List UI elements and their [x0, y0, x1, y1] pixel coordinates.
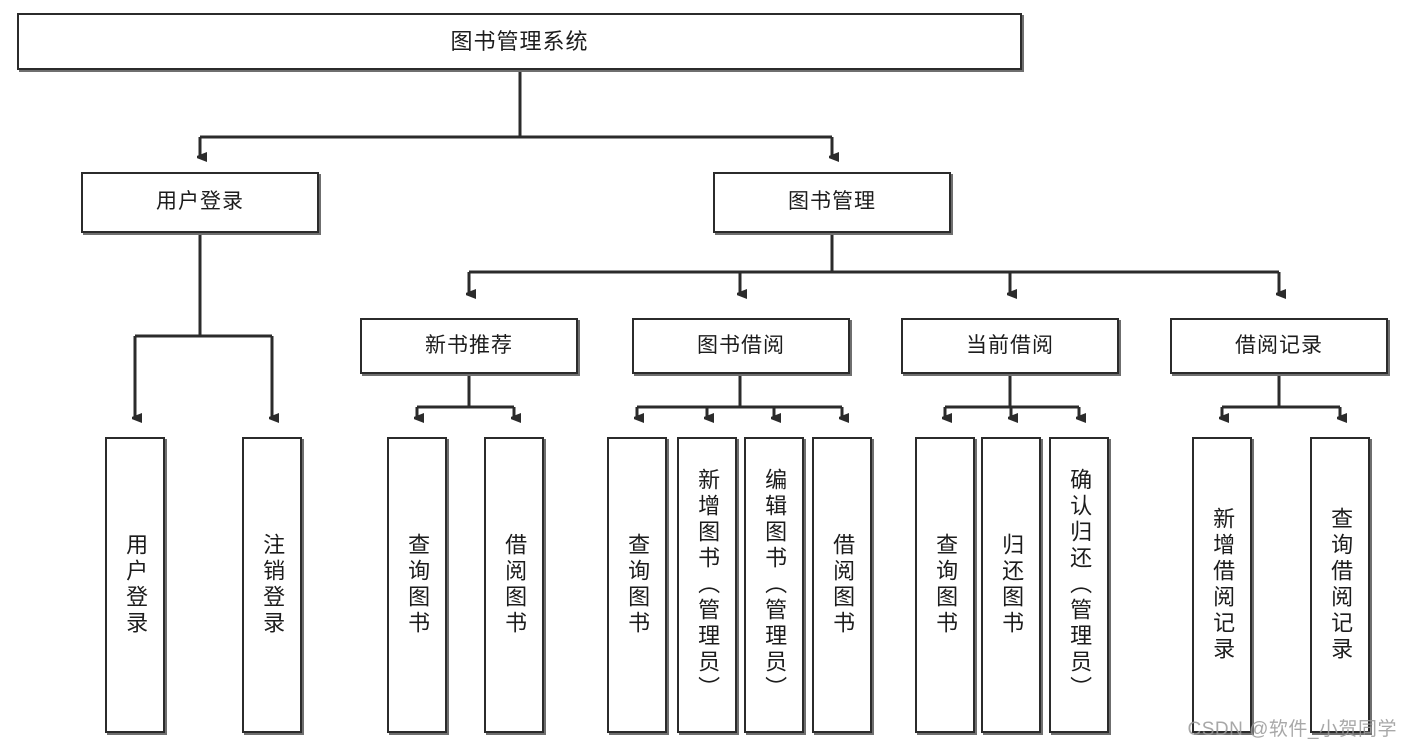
node-book-borrow[interactable]: 图书借阅	[632, 318, 850, 374]
leaf-logout[interactable]: 注销登录	[242, 437, 302, 733]
node-label: 查询图书	[625, 533, 651, 637]
node-borrow-record[interactable]: 借阅记录	[1170, 318, 1388, 374]
leaf-add-borrow-record[interactable]: 新增借阅记录	[1192, 437, 1252, 733]
leaf-query-book-current[interactable]: 查询图书	[915, 437, 975, 733]
node-label: 注销登录	[260, 533, 286, 637]
node-label: 图书借阅	[697, 333, 785, 357]
node-user-login[interactable]: 用户登录	[81, 172, 319, 233]
node-label: 新书推荐	[425, 333, 513, 357]
leaf-borrow-book-recommend[interactable]: 借阅图书	[484, 437, 544, 733]
node-label: 归还图书	[999, 533, 1025, 637]
node-root-book-management-system[interactable]: 图书管理系统	[17, 13, 1022, 70]
node-label: 查询图书	[933, 533, 959, 637]
node-label: 确认归还（管理员）	[1067, 468, 1093, 702]
node-label: 借阅记录	[1235, 333, 1323, 357]
node-label: 查询借阅记录	[1328, 507, 1354, 663]
leaf-borrow-book[interactable]: 借阅图书	[812, 437, 872, 733]
leaf-edit-book-admin[interactable]: 编辑图书（管理员）	[744, 437, 804, 733]
node-label: 新增图书（管理员）	[695, 468, 721, 702]
leaf-confirm-return-admin[interactable]: 确认归还（管理员）	[1049, 437, 1109, 733]
leaf-query-book-recommend[interactable]: 查询图书	[387, 437, 447, 733]
leaf-return-book[interactable]: 归还图书	[981, 437, 1041, 733]
node-label: 编辑图书（管理员）	[762, 468, 788, 702]
node-label: 当前借阅	[966, 333, 1054, 357]
node-label: 图书管理	[788, 190, 876, 214]
node-new-book-recommend[interactable]: 新书推荐	[360, 318, 578, 374]
leaf-user-login[interactable]: 用户登录	[105, 437, 165, 733]
node-label: 新增借阅记录	[1210, 507, 1236, 663]
leaf-add-book-admin[interactable]: 新增图书（管理员）	[677, 437, 737, 733]
leaf-query-book[interactable]: 查询图书	[607, 437, 667, 733]
node-label: 借阅图书	[502, 533, 528, 637]
node-book-management[interactable]: 图书管理	[713, 172, 951, 233]
node-current-borrow[interactable]: 当前借阅	[901, 318, 1119, 374]
node-label: 查询图书	[405, 533, 431, 637]
node-label: 用户登录	[123, 533, 149, 637]
node-label: 用户登录	[156, 190, 244, 214]
node-label: 图书管理系统	[450, 28, 589, 54]
leaf-query-borrow-record[interactable]: 查询借阅记录	[1310, 437, 1370, 733]
node-label: 借阅图书	[830, 533, 856, 637]
